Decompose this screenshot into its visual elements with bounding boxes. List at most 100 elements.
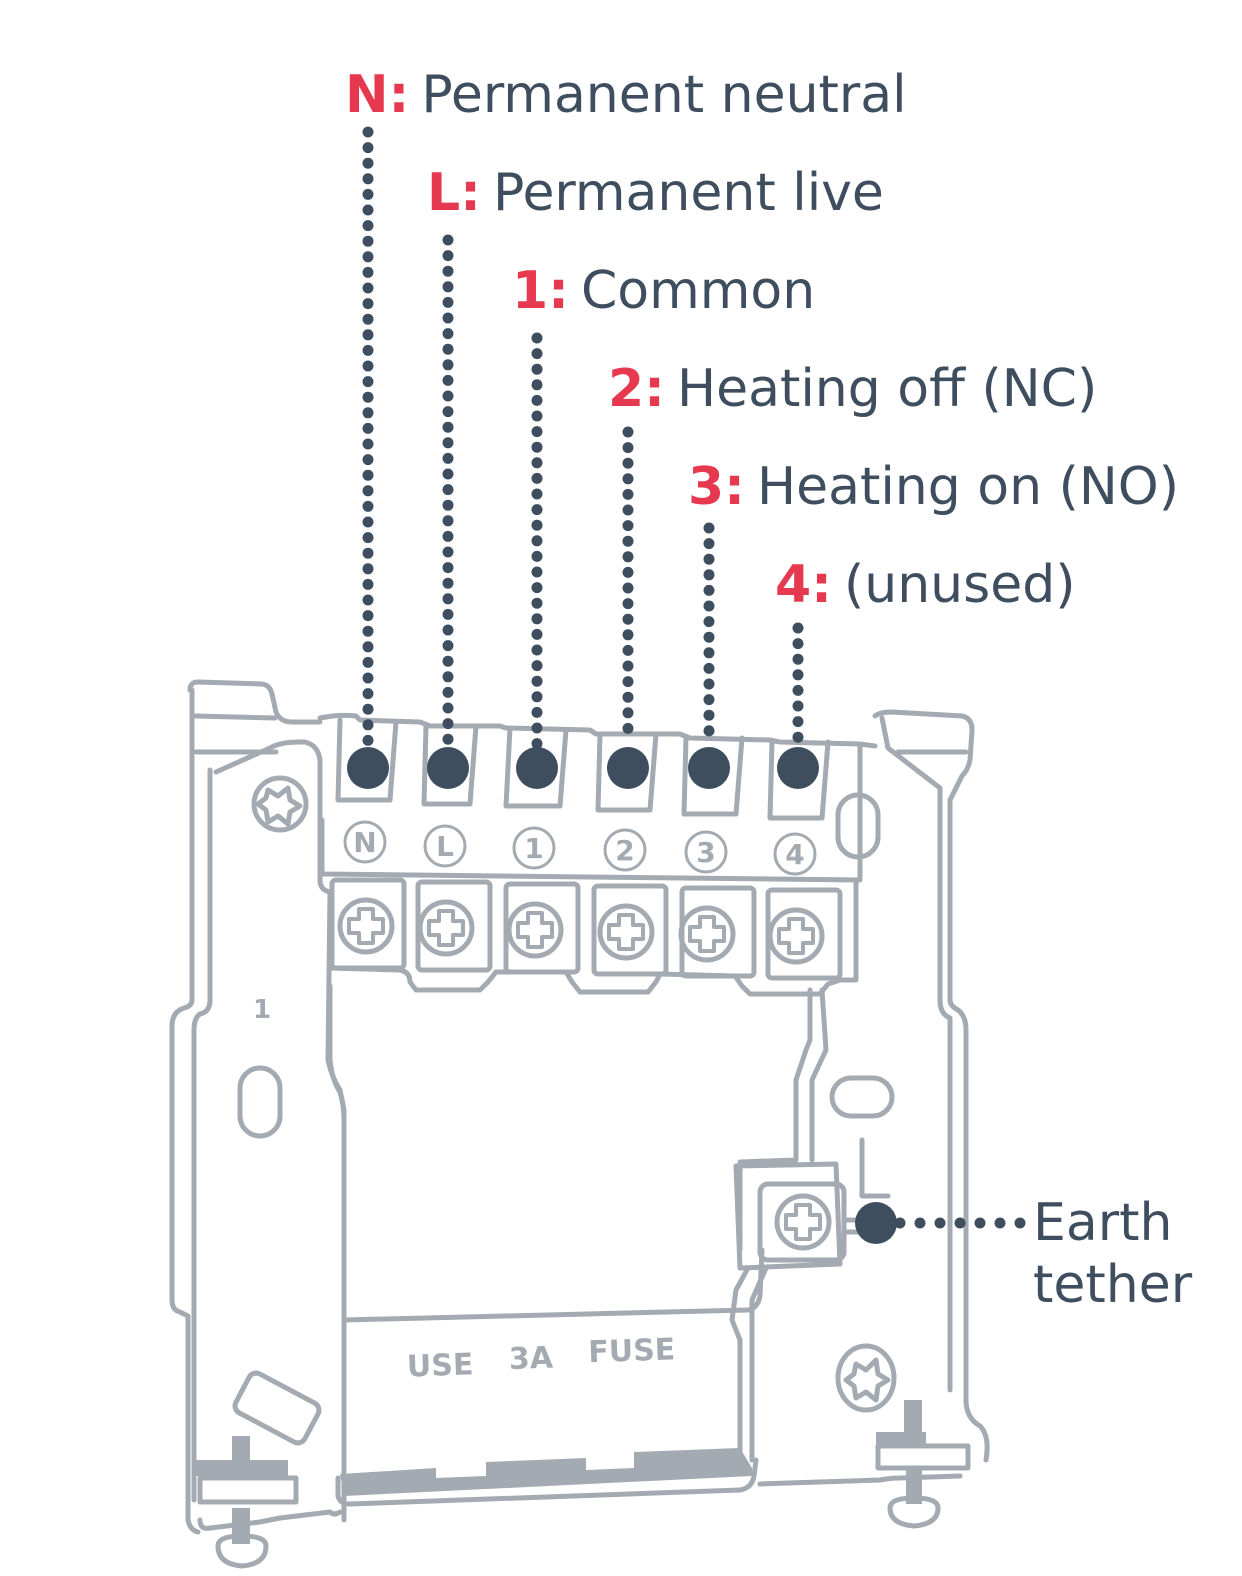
- leader-dot: [442, 437, 454, 449]
- inner-window: [327, 983, 765, 1323]
- leader-dot: [442, 608, 454, 620]
- leader-dot: [531, 394, 543, 406]
- leader-dot: [622, 566, 634, 578]
- leader-dot: [531, 706, 543, 718]
- leader-dot: [362, 266, 374, 278]
- leader-dot: [362, 547, 374, 559]
- leader-dot: [531, 582, 543, 594]
- leader-dot: [442, 593, 454, 605]
- leader-dot: [442, 374, 454, 386]
- plate-mark: N: [343, 820, 387, 864]
- leader-dot: [792, 716, 804, 728]
- leader-dot: [531, 613, 543, 625]
- leader-dot: [362, 641, 374, 653]
- fuse-word-3a: 3A: [508, 1341, 554, 1378]
- leader-dot: [442, 718, 454, 730]
- terminal-code: 3:: [688, 457, 745, 517]
- leader-dot: [622, 644, 634, 656]
- plate-mark-text: 1: [524, 832, 543, 865]
- leader-dot: [442, 733, 454, 745]
- leader-dot: [1014, 1217, 1026, 1229]
- leader-dot: [442, 468, 454, 480]
- slot-right-lower: [829, 1075, 895, 1119]
- terminal-code: 4:: [775, 555, 832, 615]
- leader-dot: [531, 441, 543, 453]
- slot-left: [237, 1065, 283, 1139]
- leader-dot: [792, 684, 804, 696]
- leader-dot: [622, 598, 634, 610]
- leader-dot: [442, 296, 454, 308]
- leader-dot: [362, 469, 374, 481]
- leader-dot: [362, 142, 374, 154]
- leader-dot: [362, 313, 374, 325]
- leader-dot: [442, 234, 454, 246]
- leader-dot: [622, 629, 634, 641]
- leader-dot: [531, 519, 543, 531]
- leader-dot: [622, 722, 634, 734]
- leader-dot: [531, 566, 543, 578]
- leader-dot: [442, 281, 454, 293]
- leader-dot: [792, 669, 804, 681]
- leader-2: [607, 426, 649, 789]
- plate-mark: 2: [603, 828, 647, 872]
- leader-dot: [442, 406, 454, 418]
- leader-dot: [622, 707, 634, 719]
- earth-label-line2: tether: [1033, 1255, 1193, 1315]
- terminal-screw: [597, 903, 655, 961]
- leader-dot: [362, 532, 374, 544]
- fixing-screw-right: [875, 1400, 971, 1529]
- leader-earth: [855, 1202, 1026, 1244]
- leader-dot: [531, 488, 543, 500]
- backplate-bottom: [197, 1457, 963, 1531]
- leader-dot: [362, 578, 374, 590]
- leader-dot: [442, 421, 454, 433]
- leader-dot: [442, 250, 454, 262]
- leader-3: [688, 522, 730, 789]
- terminal-code: 1:: [512, 261, 569, 321]
- leader-dot: [442, 562, 454, 574]
- leader-dot: [531, 379, 543, 391]
- leader-dot: [703, 600, 715, 612]
- leader-dot: [703, 662, 715, 674]
- terminal-marker: [777, 747, 819, 789]
- leader-dot: [362, 360, 374, 372]
- leader-dot: [622, 660, 634, 672]
- terminal-description: Heating off (NC): [677, 359, 1097, 419]
- leader-dot: [703, 616, 715, 628]
- leader-dot: [531, 722, 543, 734]
- leader-dot: [362, 563, 374, 575]
- leader-dot: [362, 391, 374, 403]
- leader-dot: [442, 343, 454, 355]
- leader-dot: [362, 438, 374, 450]
- leader-dot: [703, 678, 715, 690]
- leader-dot: [362, 126, 374, 138]
- leader-dot: [531, 597, 543, 609]
- leader-dot: [792, 731, 804, 743]
- leader-dot: [622, 613, 634, 625]
- corner-tab: [232, 1370, 322, 1446]
- leader-dot: [362, 594, 374, 606]
- leader-dot: [622, 504, 634, 516]
- leader-dot: [703, 694, 715, 706]
- leader-dot: [362, 173, 374, 185]
- plate-mark-text: L: [436, 830, 454, 863]
- leader-dot: [442, 390, 454, 402]
- leader-dot: [531, 691, 543, 703]
- terminal-description: Permanent live: [493, 163, 884, 223]
- leader-dot: [622, 582, 634, 594]
- earth-marker: [855, 1202, 897, 1244]
- leader-dot: [362, 188, 374, 200]
- terminal-label-n: N:Permanent neutral: [345, 65, 907, 125]
- slot-right-upper: [835, 792, 881, 860]
- leader-dot: [531, 457, 543, 469]
- terminal-label-1: 1:Common: [512, 261, 815, 321]
- leader-dot: [362, 454, 374, 466]
- terminal-block-top: [317, 712, 878, 749]
- leader-dot: [362, 734, 374, 746]
- terminal-code: N:: [345, 65, 409, 125]
- terminal-code: 2:: [608, 359, 665, 419]
- earth-screw: [774, 1193, 832, 1251]
- leader-dot: [531, 535, 543, 547]
- leader-dot: [894, 1217, 906, 1229]
